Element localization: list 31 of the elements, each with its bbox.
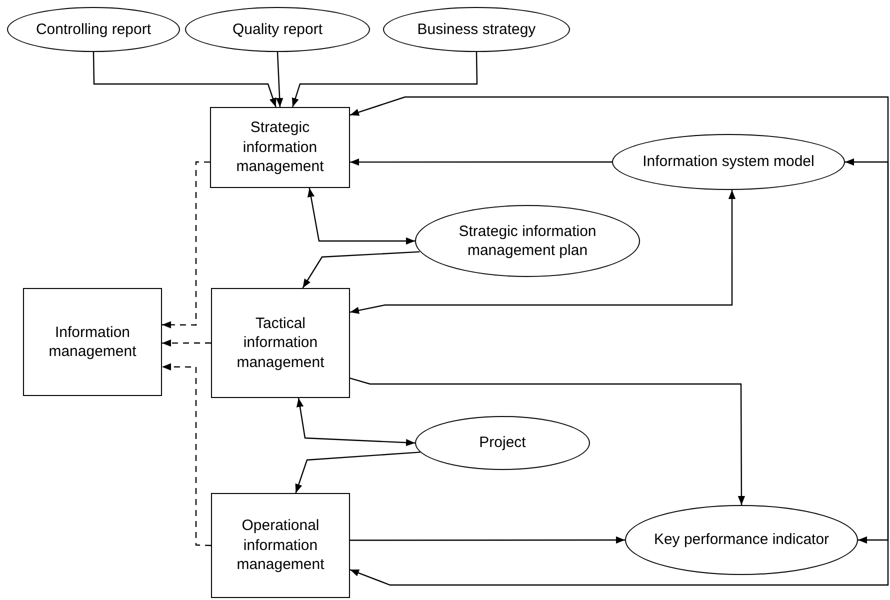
process-box — [210, 107, 350, 188]
arrow — [350, 300, 889, 586]
process-box — [211, 493, 350, 598]
arrow — [276, 52, 284, 108]
node-label: Tactical information management — [236, 314, 326, 372]
process-box — [211, 288, 350, 398]
arrow — [350, 158, 612, 166]
arrow — [845, 158, 889, 300]
arrow — [302, 251, 420, 288]
arrow — [307, 188, 415, 245]
arrow — [350, 536, 625, 544]
arrow — [350, 378, 746, 505]
node-label: Key performance indicator — [654, 530, 830, 550]
arrow — [295, 452, 420, 494]
dashed-arrow — [162, 339, 211, 347]
node-label: Business strategy — [417, 20, 536, 40]
node-label: Controlling report — [36, 20, 152, 40]
node-label: Information system model — [642, 152, 814, 172]
arrow — [296, 398, 416, 446]
dashed-arrow — [162, 363, 212, 546]
process-box — [23, 288, 162, 396]
node-label: Quality report — [232, 20, 323, 40]
arrow — [292, 52, 478, 108]
node-label: Strategic information management — [235, 118, 325, 177]
node-label: Project — [479, 433, 526, 453]
node-label: Strategic information management plan — [458, 222, 598, 260]
arrow — [350, 190, 736, 314]
node-label: Operational information management — [236, 516, 326, 575]
dashed-arrow — [162, 161, 210, 328]
node-label: Information management — [48, 322, 138, 362]
arrow — [92, 52, 276, 108]
